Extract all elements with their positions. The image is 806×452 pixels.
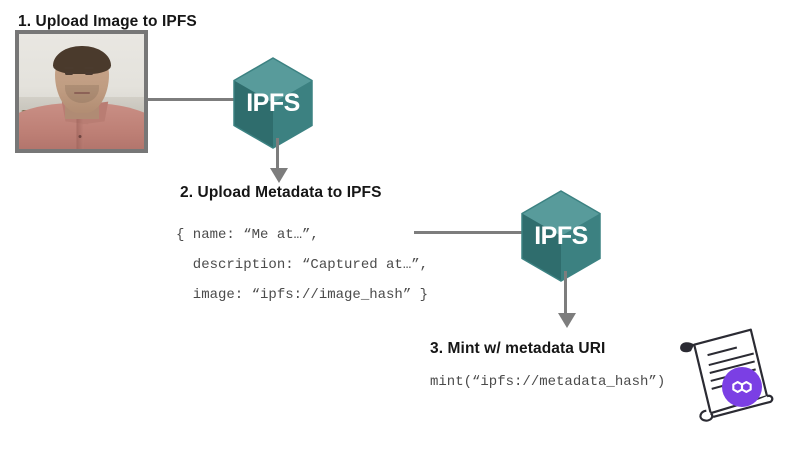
photo-eyebrow-right bbox=[84, 67, 94, 70]
photo-shirt-placket bbox=[76, 114, 84, 149]
connector-image-to-ipfs bbox=[148, 98, 242, 101]
smart-contract-scroll-icon bbox=[672, 325, 780, 423]
photo-shirt-button bbox=[78, 135, 82, 139]
photo-hair bbox=[52, 45, 111, 75]
uploaded-image-thumbnail bbox=[15, 30, 148, 153]
photo-eye-right bbox=[85, 71, 94, 75]
step-3-heading: 3. Mint w/ metadata URI bbox=[430, 340, 606, 357]
connector-ipfs-to-step2-line bbox=[276, 138, 279, 170]
connector-ipfs-to-step3-line bbox=[564, 271, 567, 315]
mint-code-line: mint(“ipfs://metadata_hash”) bbox=[430, 374, 666, 390]
connector-ipfs-to-step2-arrowhead bbox=[270, 168, 288, 183]
connector-metadata-to-ipfs bbox=[414, 231, 530, 234]
step-2-heading: 2. Upload Metadata to IPFS bbox=[180, 184, 382, 201]
step-1-heading: 1. Upload Image to IPFS bbox=[18, 13, 197, 30]
ipfs-hexagon-icon bbox=[233, 57, 313, 149]
ipfs-node-2: IPFS bbox=[520, 190, 602, 282]
photo-mouth bbox=[73, 91, 90, 94]
metadata-code-line-3: image: “ipfs://image_hash” } bbox=[176, 287, 429, 303]
connector-ipfs-to-step3-arrowhead bbox=[558, 313, 576, 328]
scroll-document-icon bbox=[680, 328, 774, 422]
photo-eye-left bbox=[65, 71, 74, 75]
ipfs-node-1: IPFS bbox=[232, 57, 314, 149]
metadata-code-line-1: { name: “Me at…”, bbox=[176, 227, 319, 243]
photo-eyebrow-left bbox=[64, 67, 74, 70]
ipfs-hexagon-icon bbox=[521, 190, 601, 282]
metadata-code-line-2: description: “Captured at…”, bbox=[176, 257, 429, 273]
